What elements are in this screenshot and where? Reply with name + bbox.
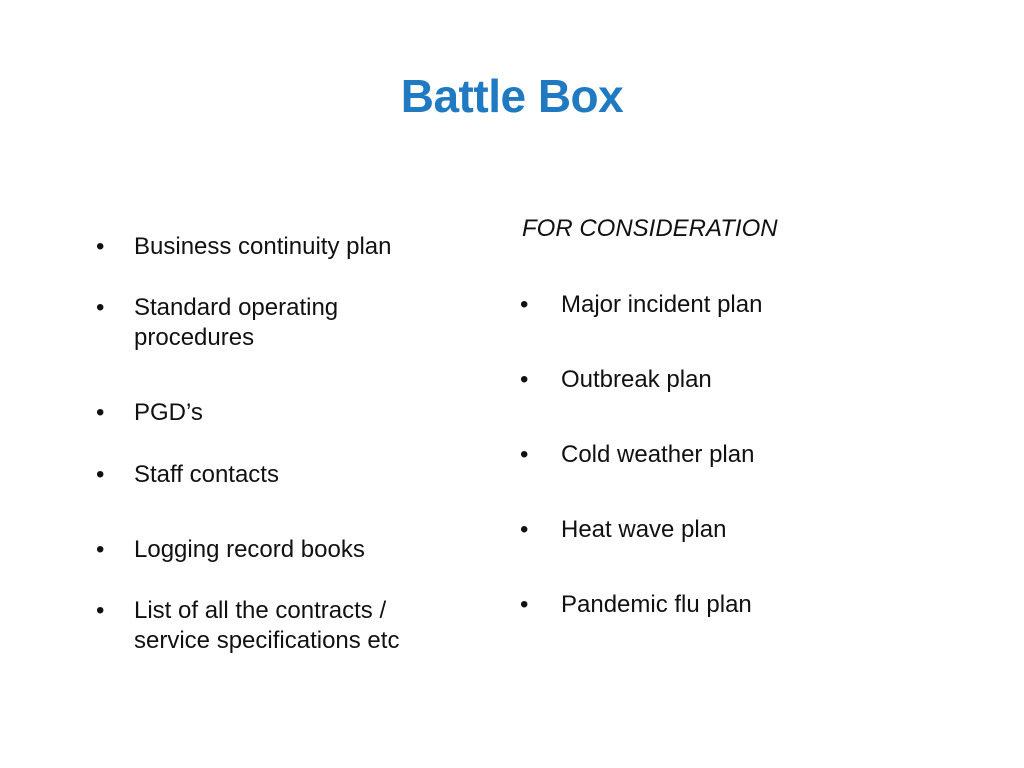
bullet-icon: • [520,516,529,543]
list-item-text: List of all the contracts / service spec… [134,597,400,654]
list-item: • List of all the contracts / service sp… [96,596,496,656]
bullet-icon: • [520,591,529,618]
bullet-icon: • [96,233,105,260]
list-item: • Staff contacts [96,460,496,490]
bullet-icon: • [96,461,105,488]
list-item-text: Pandemic flu plan [561,591,752,618]
list-item-text: Major incident plan [561,291,763,318]
list-item: • Standard operating procedures [96,293,496,353]
list-item-text: Cold weather plan [561,441,755,468]
bullet-icon: • [520,291,529,318]
list-item: • Cold weather plan [520,440,940,470]
slide-title: Battle Box [400,70,624,122]
list-item: • Major incident plan [520,290,940,320]
list-item-text: Standard operating procedures [134,294,339,351]
list-item: • Logging record books [96,535,496,565]
list-item-text: Staff contacts [134,461,279,488]
list-item-text: Outbreak plan [561,366,712,393]
bullet-icon: • [96,597,105,624]
bullet-icon: • [96,536,105,563]
list-item: • Heat wave plan [520,515,940,545]
bullet-icon: • [520,441,529,468]
list-item: • Pandemic flu plan [520,590,940,620]
bullet-icon: • [96,294,105,321]
bullet-icon: • [96,399,105,426]
list-item-text: Heat wave plan [561,516,727,543]
list-item: • PGD’s [96,398,496,428]
bullet-icon: • [520,366,529,393]
list-item-text: Business continuity plan [134,233,392,260]
list-item: • Outbreak plan [520,365,940,395]
section-heading: FOR CONSIDERATION [522,215,778,242]
list-item-text: Logging record books [134,536,365,563]
list-item-text: PGD’s [134,399,203,426]
list-item: • Business continuity plan [96,232,496,262]
